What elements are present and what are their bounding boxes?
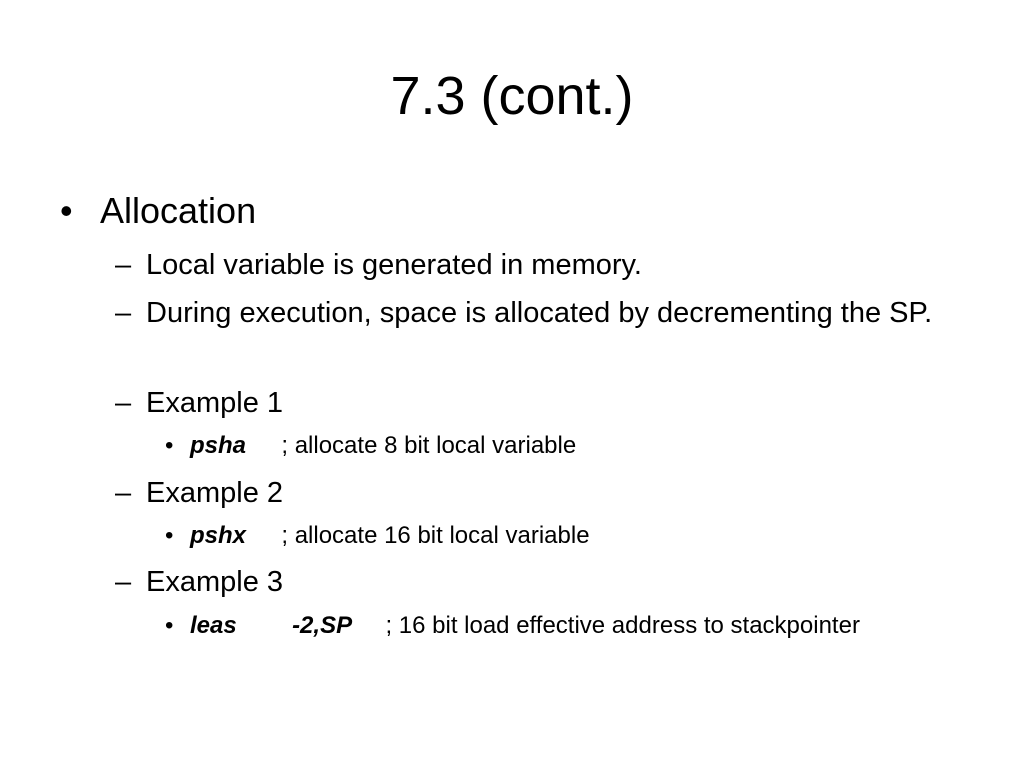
sub-bullet-local-variable: – Local variable is generated in memory. (115, 245, 975, 285)
bullet-marker: • (165, 522, 174, 549)
example-1-label: Example 1 (146, 387, 284, 419)
example-3-operand: -2,SP (292, 612, 353, 639)
dash-marker: – (115, 387, 132, 419)
example-3-comment: ; 16 bit load effective address to stack… (385, 612, 860, 639)
example-3-instruction: leas (190, 612, 237, 639)
dash-marker: – (115, 477, 132, 509)
sub-bullet-example-2: – Example 2 (115, 473, 975, 513)
example-1-instruction: psha (190, 432, 247, 459)
sub-bullet-local-variable-text: Local variable is generated in memory. (146, 249, 642, 281)
sub-bullet-example-3: – Example 3 (115, 562, 975, 602)
sub-bullet-example-1: – Example 1 (115, 383, 975, 423)
sub-bullet-during-execution: – During execution, space is allocated b… (115, 293, 975, 333)
dash-marker: – (115, 297, 132, 329)
dash-marker: – (115, 249, 132, 281)
bullet-allocation-text: Allocation (100, 190, 257, 231)
example-1-comment: ; allocate 8 bit local variable (281, 432, 577, 459)
example-2-label: Example 2 (146, 477, 284, 509)
example-3-label: Example 3 (146, 566, 284, 598)
bullet-marker: • (165, 432, 174, 459)
sub-bullet-during-execution-text: During execution, space is allocated by … (146, 297, 933, 329)
example-2-instruction: pshx (190, 522, 247, 549)
bullet-marker: • (60, 190, 73, 231)
dash-marker: – (115, 566, 132, 598)
bullet-marker: • (165, 612, 174, 639)
slide-title: 7.3 (cont.) (390, 66, 634, 126)
example-2-comment: ; allocate 16 bit local variable (281, 522, 590, 549)
